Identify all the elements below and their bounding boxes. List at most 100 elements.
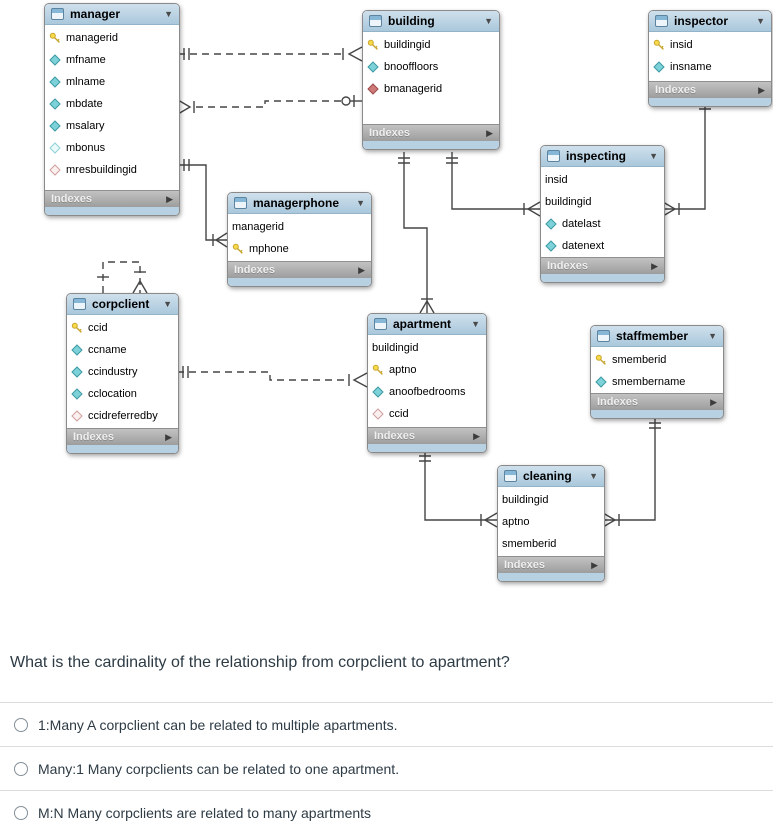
table-icon [73, 298, 86, 310]
rel-corpclient-self [97, 261, 148, 294]
answer-option-1[interactable]: 1:Many A corpclient can be related to mu… [0, 702, 773, 746]
column-name: ccidreferredby [88, 410, 158, 422]
answer-option-label[interactable]: M:N Many corpclients are related to many… [38, 804, 372, 821]
chevron-down-icon: ▼ [756, 15, 765, 26]
er-table-inspecting: inspecting ▼ insid buildingid datelast date… [540, 145, 665, 283]
column-name: managerid [232, 221, 284, 233]
rel-apartment-cleaning [419, 450, 498, 528]
column-row: bmanagerid [363, 78, 499, 100]
table-header: manager ▼ [45, 4, 179, 25]
table-title: inspector [674, 14, 729, 28]
column-name: mresbuildingid [66, 164, 137, 176]
column-name: buildingid [372, 342, 419, 354]
table-columns: insid insname [649, 32, 771, 81]
not-null-diamond-icon [653, 61, 665, 73]
not-null-diamond-icon [545, 218, 557, 230]
expand-arrow-icon: ▶ [591, 559, 598, 570]
column-name: mfname [66, 54, 106, 66]
column-row: ccname [67, 339, 178, 361]
indexes-footer: Indexes ▶ [67, 428, 178, 445]
primary-key-icon [71, 322, 83, 334]
chevron-down-icon: ▼ [356, 197, 365, 208]
column-name: buildingid [545, 196, 592, 208]
not-null-diamond-icon [545, 240, 557, 252]
table-title: staffmember [616, 329, 689, 343]
answer-options: 1:Many A corpclient can be related to mu… [0, 702, 773, 828]
not-null-diamond-icon [49, 76, 61, 88]
expand-arrow-icon: ▶ [358, 264, 365, 275]
table-icon [547, 150, 560, 162]
expand-arrow-icon: ▶ [486, 127, 493, 138]
table-header: cleaning ▼ [498, 466, 604, 487]
column-row: buildingid [498, 489, 604, 511]
expand-arrow-icon: ▶ [710, 396, 717, 407]
table-title: inspecting [566, 149, 627, 163]
table-icon [374, 318, 387, 330]
not-null-diamond-icon [71, 388, 83, 400]
column-row: msalary [45, 115, 179, 137]
radio-button[interactable] [14, 805, 28, 820]
table-header: apartment ▼ [368, 314, 486, 335]
column-row: smemberid [498, 533, 604, 555]
answer-option-label[interactable]: 1:Many A corpclient can be related to mu… [38, 716, 398, 733]
indexes-label: Indexes [655, 84, 696, 96]
column-name: mbdate [66, 98, 103, 110]
answer-option-3[interactable]: M:N Many corpclients are related to many… [0, 790, 773, 828]
column-name: bnooffloors [384, 61, 439, 73]
answer-option-label[interactable]: Many:1 Many corpclients can be related t… [38, 760, 400, 777]
column-name: msalary [66, 120, 105, 132]
indexes-footer: Indexes ▶ [368, 427, 486, 444]
er-diagram: manager ▼ managerid mfname mlname mbdate msa… [44, 3, 772, 582]
column-row: datenext [541, 235, 664, 257]
column-name: cclocation [88, 388, 137, 400]
column-name: insid [545, 174, 568, 186]
column-row: smembername [591, 371, 723, 393]
column-row: bnooffloors [363, 56, 499, 78]
column-name: buildingid [384, 39, 431, 51]
radio-button[interactable] [14, 761, 28, 776]
column-row: managerid [228, 216, 371, 238]
column-row: mlname [45, 71, 179, 93]
answer-option-2[interactable]: Many:1 Many corpclients can be related t… [0, 746, 773, 790]
not-null-diamond-icon [595, 376, 607, 388]
foreign-key-diamond-icon [367, 83, 379, 95]
indexes-footer: Indexes ▶ [541, 257, 664, 274]
indexes-label: Indexes [547, 260, 588, 272]
column-row: insname [649, 56, 771, 78]
rel-corpclient-apartment [177, 366, 368, 388]
indexes-footer: Indexes ▶ [363, 124, 499, 141]
table-title: cleaning [523, 469, 572, 483]
column-name: insid [670, 39, 693, 51]
table-header: inspector ▼ [649, 11, 771, 32]
not-null-diamond-icon [71, 344, 83, 356]
column-row: aptno [498, 511, 604, 533]
indexes-footer: Indexes ▶ [649, 81, 771, 98]
table-bottom-strip [45, 207, 179, 215]
rel-staffmember-cleaning [602, 417, 661, 528]
primary-key-icon [49, 32, 61, 44]
column-row: ccindustry [67, 361, 178, 383]
column-name: mbonus [66, 142, 106, 154]
column-name: aptno [389, 364, 417, 376]
column-name: datelast [562, 218, 601, 230]
radio-button[interactable] [14, 717, 28, 732]
nullable-diamond-icon [49, 142, 61, 154]
column-row: buildingid [363, 34, 499, 56]
column-row: ccidreferredby [67, 405, 178, 427]
table-title: building [388, 14, 435, 28]
chevron-down-icon: ▼ [708, 330, 717, 341]
table-header: inspecting ▼ [541, 146, 664, 167]
indexes-label: Indexes [597, 396, 638, 408]
relationship-connectors [97, 46, 711, 528]
column-name: mphone [249, 243, 289, 255]
table-title: apartment [393, 317, 452, 331]
rel-inspector-inspecting [662, 98, 711, 217]
chevron-down-icon: ▼ [484, 15, 493, 26]
column-name: buildingid [502, 494, 549, 506]
indexes-label: Indexes [73, 431, 114, 443]
column-row: smemberid [591, 349, 723, 371]
primary-key-icon [232, 243, 244, 255]
